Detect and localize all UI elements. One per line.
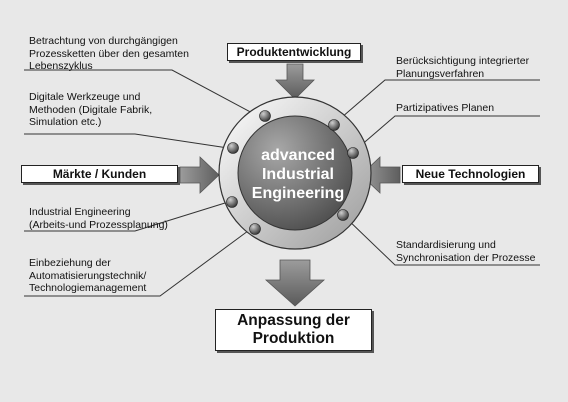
annotation-left-1: Betrachtung von durchgängigen Prozessket…: [29, 35, 189, 72]
center-line-2: Industrial: [261, 166, 334, 183]
arrow-left: [179, 156, 220, 194]
output-line-1: Anpassung der: [237, 312, 350, 329]
input-box-right: Neue Technologien: [402, 165, 539, 183]
annotation-right-1: Berücksichtigung integrierter Planungsve…: [396, 55, 530, 80]
input-box-left: Märkte / Kunden: [21, 165, 178, 183]
center-title: advanced Industrial Engineering: [250, 146, 346, 203]
input-top-label: Produktentwicklung: [236, 45, 352, 59]
input-left-label: Märkte / Kunden: [52, 167, 147, 181]
arrow-bottom: [264, 259, 326, 307]
input-right-label: Neue Technologien: [415, 167, 526, 181]
input-box-top: Produktentwicklung: [227, 43, 361, 61]
annotation-left-4: Einbeziehung der Automatisierungstechnik…: [29, 257, 147, 294]
annotation-left-2: Digitale Werkzeuge und Methoden (Digital…: [29, 91, 153, 128]
arrow-top: [275, 63, 315, 100]
core-circle: [237, 115, 353, 231]
center-line-1: advanced: [261, 147, 335, 164]
output-box: Anpassung der Produktion: [215, 309, 372, 351]
leader-lines: [24, 69, 540, 297]
annotation-right-2: Partizipatives Planen: [396, 102, 495, 114]
annotation-right-3: Standardisierung und Synchronisation der…: [396, 239, 536, 264]
output-line-2: Produktion: [252, 330, 335, 347]
center-line-3: Engineering: [251, 185, 345, 202]
ring-dots: [226, 110, 359, 235]
annotation-left-3: Industrial Engineering (Arbeits-und Proz…: [29, 206, 168, 231]
